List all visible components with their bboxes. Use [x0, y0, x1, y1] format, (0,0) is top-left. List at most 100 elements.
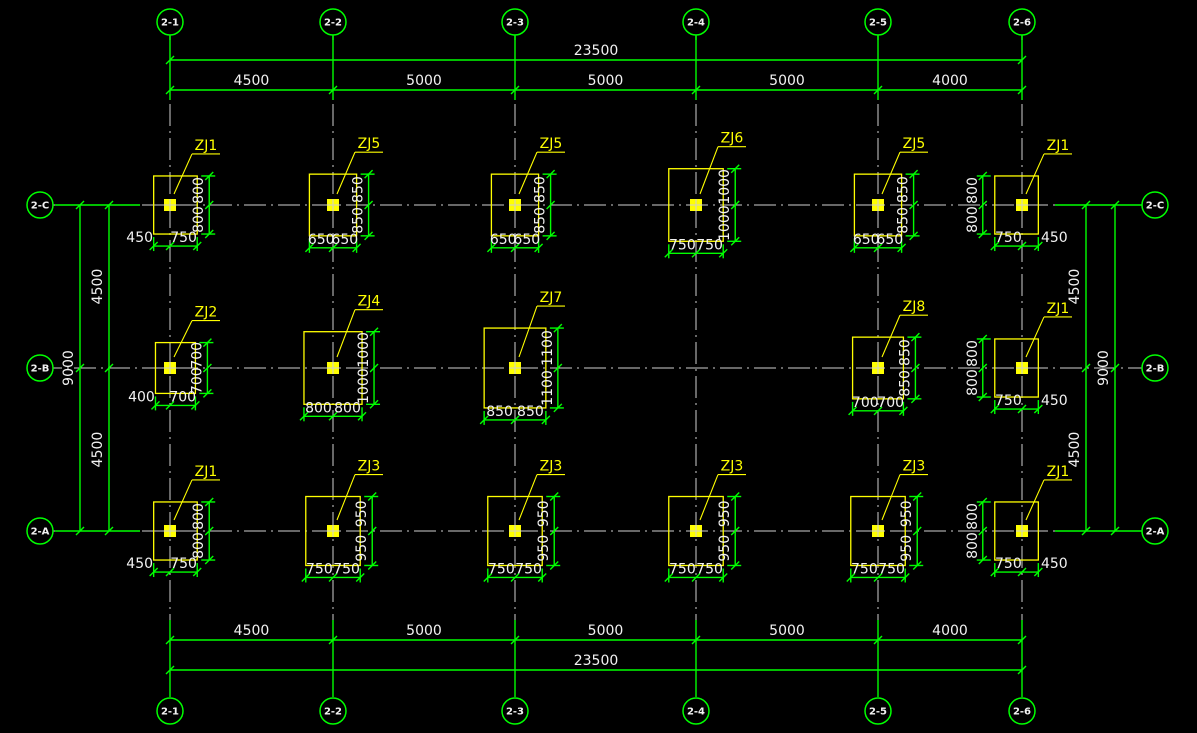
grid-bubble-bottom-2-3-circle: [501, 697, 529, 725]
foundation-zj8-9-vdim-bottom: 850: [897, 370, 913, 397]
dim-tick: [1110, 526, 1120, 536]
foundation-zj1-5-hdim-right: 450: [1041, 230, 1068, 246]
foundation-zj4-7-label: ZJ4: [358, 294, 381, 310]
dim-tick: [204, 200, 214, 210]
dim-tick: [990, 567, 1000, 577]
dim-tick: [537, 572, 547, 582]
foundation-zj7-8-vdim-top: 1100: [540, 330, 556, 366]
foundation-zj2-6-leader: [173, 320, 193, 358]
foundation-zj2-6-label: ZJ2: [195, 305, 218, 321]
foundation-zj5-2-hdim-right: 650: [513, 232, 540, 248]
bottom-span-dim: 4000: [932, 623, 968, 639]
top-span-dim: 4500: [234, 73, 270, 89]
dim-tick: [328, 243, 338, 253]
foundation-zj5-2-leader: [518, 151, 538, 195]
dim-tick: [75, 363, 85, 373]
foundation-zj3-14-vdim-bottom: 950: [717, 535, 733, 562]
foundation-zj3-13-outline: [487, 495, 543, 567]
foundation-zj3-14-vdim-top: 950: [717, 500, 733, 527]
foundation-zj7-8-hdim-right: 850: [517, 404, 544, 420]
top-span-dim: 5000: [406, 73, 442, 89]
grid-bubble-left-2-B: 2-B: [31, 364, 50, 375]
top-span-dim: 5000: [588, 73, 624, 89]
foundation-zj8-9-leader: [881, 314, 901, 358]
foundation-zj6-3-vdim-bottom: 1000: [717, 205, 733, 241]
foundation-zj1-5-outline: [994, 175, 1039, 235]
grid-bubble-top-2-2: 2-2: [324, 18, 342, 29]
foundation-zj6-3-hdim-left: 750: [669, 237, 696, 253]
foundation-zj6-3-hdim-right: 750: [696, 237, 723, 253]
grid-bubble-bottom-2-4: 2-4: [687, 707, 705, 718]
foundation-zj4-7-outline: [303, 331, 363, 405]
foundation-zj3-15-leader: [881, 474, 901, 521]
dim-tick: [510, 572, 520, 582]
dim-tick: [978, 526, 988, 536]
dim-tick: [301, 572, 311, 582]
foundation-zj3-13-leader: [518, 474, 538, 521]
foundation-zj8-9-hdim-right: 700: [877, 395, 904, 411]
dim-tick: [873, 243, 883, 253]
dim-tick: [190, 400, 200, 410]
foundation-zj4-7-vdim-top: 1000: [356, 332, 372, 368]
foundation-zj6-3-label: ZJ6: [721, 131, 744, 147]
foundation-zj8-9-hdim-left: 700: [852, 395, 879, 411]
grid-bubble-top-2-1: 2-1: [161, 18, 179, 29]
foundation-zj2-6-outline: [154, 341, 197, 395]
dim-tick: [1110, 363, 1120, 373]
dim-tick: [1081, 363, 1091, 373]
dim-tick: [328, 411, 338, 421]
right-span-dim: 4500: [1067, 269, 1083, 305]
dim-tick: [900, 572, 910, 582]
dim-tick: [910, 363, 920, 373]
foundation-zj3-14-leader: [699, 474, 719, 521]
dim-tick: [165, 241, 175, 251]
foundation-zj1-10-hdim-left: 750: [995, 393, 1022, 409]
dim-tick: [1110, 200, 1120, 210]
dim-tick: [104, 200, 114, 210]
dim-tick: [1033, 567, 1043, 577]
foundation-zj1-0-vdim-top: 800: [191, 177, 207, 204]
grid-bubble-bottom-2-5: 2-5: [869, 707, 887, 718]
foundation-zj4-7-vdim-bottom: 1000: [356, 368, 372, 404]
dim-tick: [149, 241, 159, 251]
foundation-zj3-15-hdim-left: 750: [851, 561, 878, 577]
foundation-zj5-2-vdim-bottom: 850: [533, 207, 549, 234]
dim-tick: [1033, 404, 1043, 414]
foundation-zj3-12-hdim-right: 750: [333, 561, 360, 577]
foundation-zj1-0-label: ZJ1: [195, 138, 218, 154]
left-span-dim: 4500: [90, 432, 106, 468]
grid-bubble-top-2-5: 2-5: [869, 18, 887, 29]
foundation-zj3-13-label: ZJ3: [540, 459, 563, 475]
foundation-zj4-7-hdim-left: 800: [305, 400, 332, 416]
dim-tick: [546, 200, 556, 210]
dim-tick: [486, 243, 496, 253]
dim-tick: [479, 415, 489, 425]
foundation-zj3-15-label: ZJ3: [903, 459, 926, 475]
foundation-zj3-14-hdim-left: 750: [669, 561, 696, 577]
foundation-zj5-4-vdim-bottom: 850: [896, 207, 912, 234]
foundation-zj1-5-vdim-bottom: 800: [965, 206, 981, 233]
dim-tick: [978, 200, 988, 210]
dim-tick: [510, 415, 520, 425]
foundation-zj2-6-hdim-left: 400: [128, 389, 155, 405]
foundation-zj1-5-leader: [1025, 153, 1045, 195]
dim-tick: [75, 200, 85, 210]
foundation-zj1-16-hdim-right: 450: [1041, 556, 1068, 572]
foundation-zj1-5-hdim-left: 750: [995, 230, 1022, 246]
left-overall-dim: 9000: [61, 350, 77, 386]
foundation-zj1-11-label: ZJ1: [195, 464, 218, 480]
foundation-zj3-14-hdim-right: 750: [696, 561, 723, 577]
dim-tick: [1033, 241, 1043, 251]
dim-tick: [912, 526, 922, 536]
bottom-overall-dim: 23500: [574, 653, 619, 669]
dim-tick: [165, 400, 175, 410]
dim-tick: [165, 567, 175, 577]
dim-tick: [848, 406, 858, 416]
foundation-zj1-16-vdim-bottom: 800: [965, 532, 981, 559]
foundation-zj3-15-vdim-top: 950: [899, 500, 915, 527]
foundation-zj1-11-hdim-left: 450: [126, 556, 153, 572]
foundation-zj3-15-vdim-bottom: 950: [899, 535, 915, 562]
foundation-zj3-13-vdim-top: 950: [536, 500, 552, 527]
foundation-zj8-9-label: ZJ8: [903, 299, 926, 315]
